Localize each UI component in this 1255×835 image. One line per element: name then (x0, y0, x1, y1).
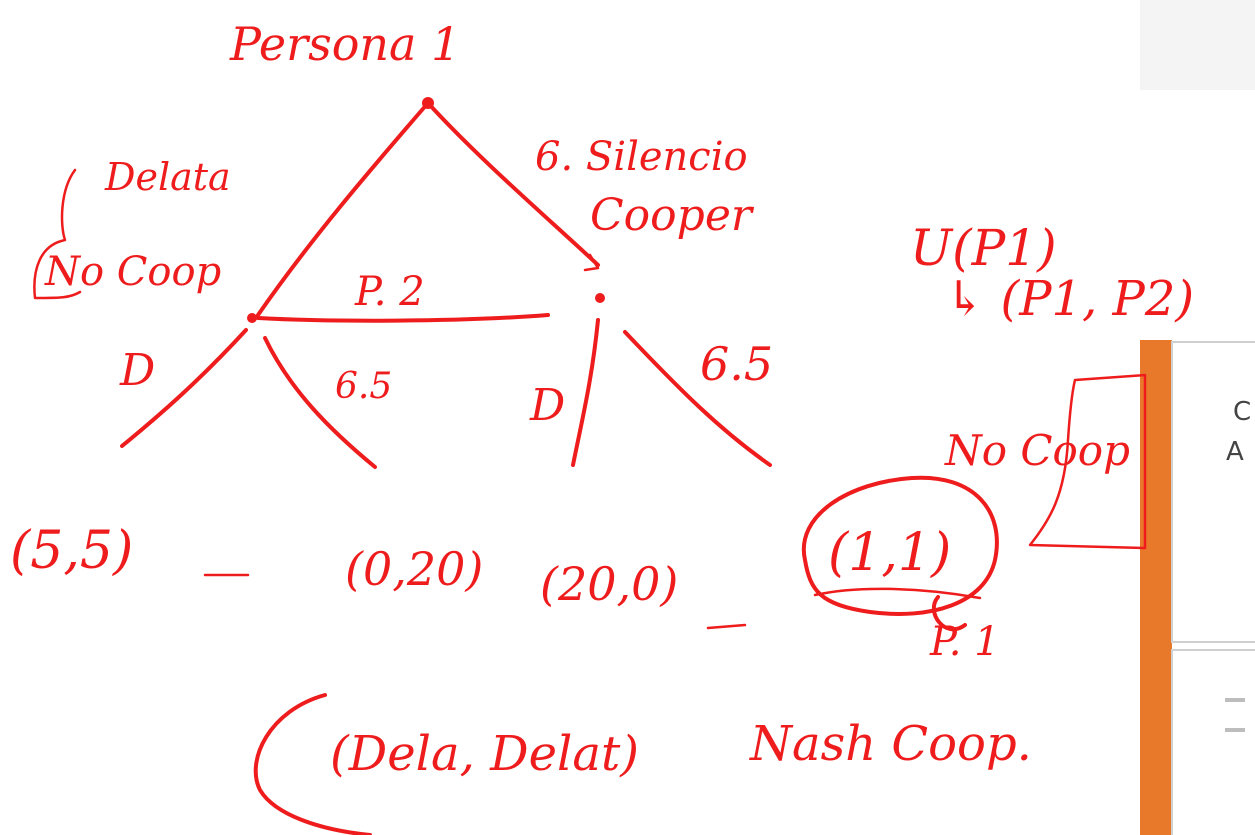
slide-top-panel (1140, 0, 1255, 90)
sub-branch-left-65 (263, 336, 377, 469)
no-coop-box (1028, 373, 1147, 550)
branch-65-right: 6.5 (700, 337, 773, 391)
game-tree (33, 97, 1147, 835)
root-label: Persona 1 (229, 17, 460, 71)
right-decision-node (595, 293, 605, 303)
left-branch-label-1: Delata (104, 155, 231, 199)
sub-branch-right-d (571, 318, 600, 467)
right-branch-label-1: 6. Silencio (535, 134, 748, 180)
player-1-marker: P. 1 (929, 619, 1000, 665)
left-decision-node (247, 313, 257, 323)
slide-fragment: C A (1140, 0, 1255, 835)
outcome-label: (Dela, Delat) (330, 726, 639, 782)
left-bracket (33, 168, 82, 300)
payoff-strike (813, 587, 982, 600)
branch-d-left: D (119, 345, 155, 396)
information-set-line (256, 313, 550, 323)
payoff-circle (801, 475, 999, 616)
payoff-20-0: (20,0) (540, 557, 678, 611)
sub-branch-right-65 (623, 330, 772, 467)
tree-labels: Persona 1 Delata No Coop 6. Silencio Coo… (10, 17, 1000, 665)
utility-label: U(P1) (910, 219, 1057, 277)
payoff-0-20: (0,20) (345, 542, 483, 596)
bottom-bracket (253, 693, 372, 835)
side-notes: U(P1) ↳ (P1, P2) No Coop (910, 219, 1194, 475)
branch-65-left: 6.5 (335, 366, 392, 407)
left-branch-line (256, 101, 430, 317)
slide-content-box (1171, 341, 1255, 643)
bottom-notes: (Dela, Delat) Nash Coop. (330, 716, 1032, 782)
right-branch-arrowhead (583, 253, 600, 272)
marker-hook (931, 595, 967, 632)
nash-label: Nash Coop. (749, 716, 1032, 772)
payoff-5-5: (5,5) (10, 521, 133, 581)
slide-content-box-2 (1171, 649, 1255, 835)
underline-20-0 (706, 623, 747, 630)
player-2-label: P. 2 (354, 269, 425, 315)
payoff-1-1: (1,1) (828, 523, 951, 583)
slide-letter-a: A (1226, 437, 1244, 467)
left-branch-label-2: No Coop (44, 249, 221, 295)
no-coop-label: No Coop (944, 426, 1130, 475)
right-branch-label-2: Cooper (590, 190, 755, 241)
slide-letter-c: C (1233, 397, 1251, 427)
right-branch-line (426, 101, 600, 267)
branch-d-right: D (529, 380, 565, 431)
player-pair-label: ↳ (P1, P2) (945, 271, 1194, 327)
sub-branch-left-d (120, 328, 248, 448)
